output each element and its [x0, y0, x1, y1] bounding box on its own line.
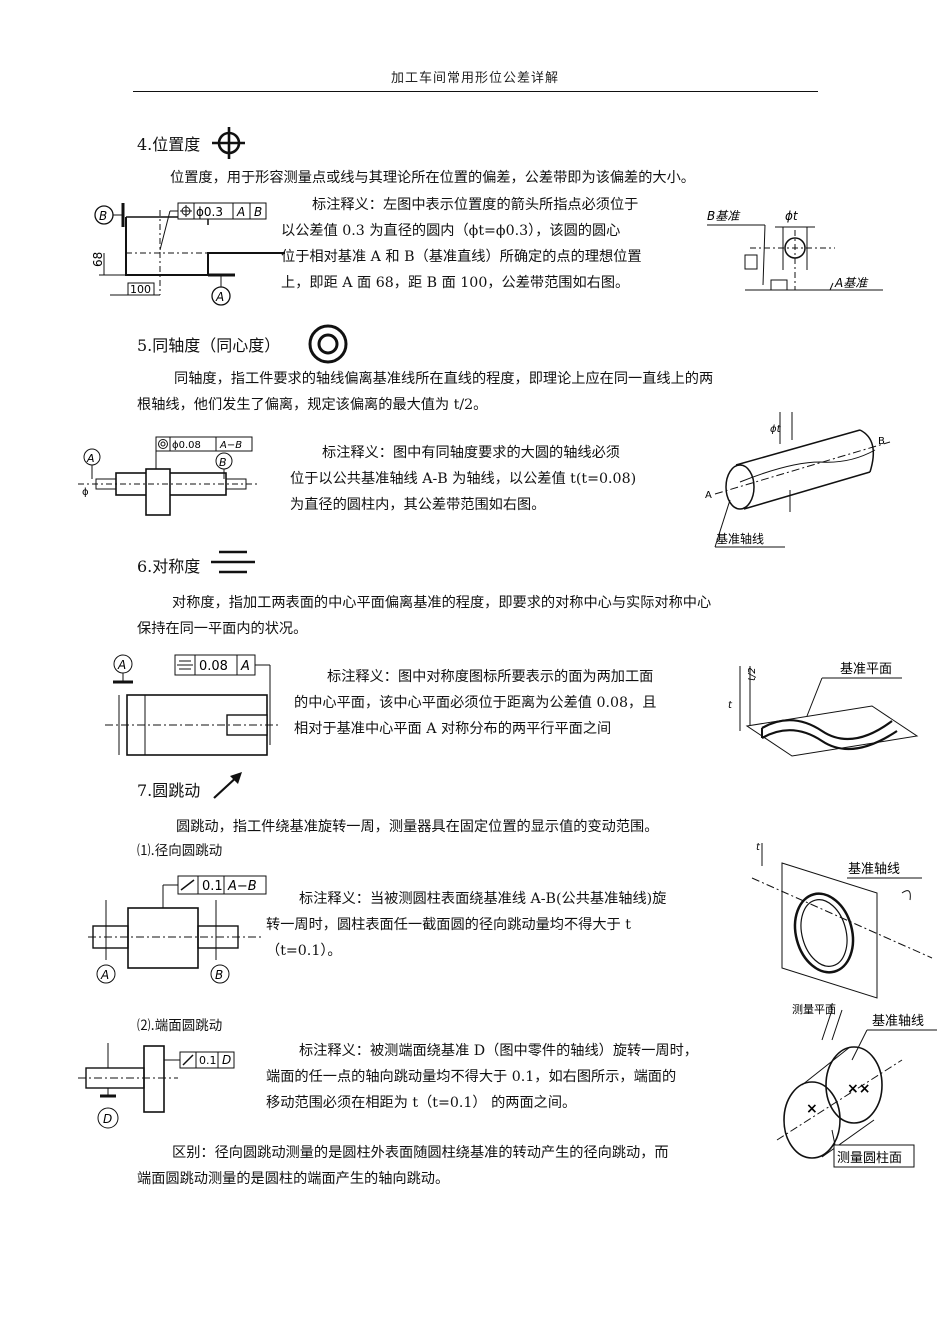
sym-note-0: 标注释义：图中对称度图标所要表示的面为两加工面	[327, 669, 654, 685]
svg-text:ϕt: ϕt	[785, 209, 799, 223]
datum-a-label: A	[215, 290, 224, 304]
a-datum-label: A基准	[834, 276, 869, 290]
svg-text:B: B	[254, 205, 262, 219]
measure-plane-label: 测量平面	[792, 1003, 836, 1016]
svg-text:B: B	[215, 968, 223, 982]
radial-note-2: （t=0.1）。	[266, 943, 342, 959]
symmetry-symbol-icon	[211, 550, 255, 574]
page-header-title: 加工车间常用形位公差详解	[390, 71, 559, 86]
dim-100: 100	[130, 283, 151, 296]
position-note-1: 以公差值 0.3 为直径的圆内（ϕt=ϕ0.3），该圆的圆心	[281, 223, 621, 239]
position-note-2: 位于相对基准 A 和 B（基准直线）所确定的点的理想位置	[281, 249, 642, 265]
svg-text:B: B	[878, 436, 885, 447]
coaxiality-right-figure: A B ϕt 基准轴线	[705, 412, 891, 548]
svg-text:A−B: A−B	[227, 879, 257, 894]
coaxiality-left-figure: ϕ0.08 A−B A B ϕ	[78, 436, 258, 516]
symmetry-intro-0: 对称度，指加工两表面的中心平面偏离基准的程度，即要求的对称中心与实际对称中心	[172, 595, 712, 611]
svg-text:A: A	[236, 205, 245, 219]
radial-runout-right-figure: 基准轴线 t 测量平面	[751, 842, 933, 1016]
symmetry-left-figure: A 0.08 A	[105, 654, 280, 756]
svg-text:ϕt: ϕt	[770, 424, 782, 435]
b-datum-label: B基准	[707, 209, 741, 223]
heading-coaxiality: 5.同轴度（同心度）	[137, 336, 281, 355]
position-note-3: 上，即距 A 面 68，距 B 面 100，公差带范围如右图。	[281, 275, 630, 291]
sym-frame-value: 0.08	[199, 659, 228, 674]
axial-note-2: 移动范围必须在相距为 t（t=0.1） 的两面之间。	[266, 1095, 577, 1111]
symmetry-intro-1: 保持在同一平面内的状况。	[137, 621, 308, 637]
coaxiality-intro-1: 根轴线，他们发生了偏离，规定该偏离的最大值为 t/2。	[137, 397, 488, 413]
svg-text:B: B	[219, 456, 227, 469]
axial-note-1: 端面的任一点的轴向跳动量均不得大于 0.1，如右图所示，端面的	[266, 1069, 677, 1085]
datum-b-label: B	[99, 209, 107, 223]
sym-note-2: 相对于基准中心平面 A 对称分布的两平行平面之间	[294, 721, 612, 737]
coax-note-2: 为直径的圆柱内，其公差带范围如右图。	[290, 497, 546, 513]
coax-axis-label: 基准轴线	[716, 531, 764, 546]
svg-text:A: A	[240, 659, 250, 674]
svg-text:t: t	[830, 1002, 835, 1013]
coax-note-0: 标注释义：图中有同轴度要求的大圆的轴线必须	[322, 445, 620, 461]
dim-68: 68	[91, 252, 105, 267]
difference-0: 区别：径向圆跳动测量的是圆柱外表面随圆柱绕基准的转动产生的径向跳动，而	[172, 1145, 669, 1161]
axial-axis-label: 基准轴线	[872, 1014, 924, 1029]
position-note-0: 标注释义：左图中表示位置度的箭头所指点必须位于	[312, 197, 639, 213]
svg-text:××: ××	[847, 1081, 870, 1097]
runout-intro: 圆跳动，指工件绕基准旋转一周，测量器具在固定位置的显示值的变动范围。	[176, 819, 659, 835]
runout-symbol-icon	[213, 772, 242, 799]
svg-text:ϕ: ϕ	[82, 487, 89, 498]
heading-position: 4.位置度	[137, 135, 201, 154]
radial-frame-value: 0.1	[202, 879, 223, 894]
coax-frame-value: ϕ0.08	[172, 440, 201, 451]
coaxiality-intro-0: 同轴度，指工件要求的轴线偏离基准线所在直线的程度，即理论上应在同一直线上的两	[174, 371, 714, 387]
svg-text:A: A	[100, 968, 109, 982]
difference-1: 端面圆跳动测量的是圆柱的端面产生的轴向跳动。	[137, 1171, 450, 1187]
svg-text:D: D	[103, 1112, 112, 1126]
position-left-figure: B ϕ0.3 A B 68 100 A	[91, 202, 285, 306]
position-frame-value: ϕ0.3	[196, 205, 223, 219]
axial-runout-right-figure: 基准轴线 × ×× t 测量圆柱面	[776, 1002, 937, 1168]
svg-text:D: D	[222, 1053, 231, 1067]
position-right-figure: B基准 ϕt A基准	[707, 209, 883, 291]
svg-text:A: A	[86, 452, 95, 465]
radial-note-1: 转一周时，圆柱表面任一截面圆的径向跳动量均不得大于 t	[266, 917, 631, 933]
svg-text:t: t	[756, 842, 761, 853]
heading-symmetry: 6.对称度	[137, 557, 201, 576]
radial-note-0: 标注释义：当被测圆柱表面绕基准线 A-B(公共基准轴线)旋	[299, 891, 667, 907]
header-rule	[133, 91, 818, 92]
symmetry-right-figure: 基准平面 t/2 t	[728, 662, 919, 757]
svg-text:t: t	[728, 700, 733, 711]
svg-text:A: A	[705, 490, 712, 501]
heading-runout: 7.圆跳动	[137, 781, 201, 800]
sym-plane-label: 基准平面	[840, 662, 892, 677]
axial-runout-left-figure: 0.1 D D	[78, 1043, 235, 1129]
svg-text:A−B: A−B	[219, 440, 242, 451]
radial-axis-label: 基准轴线	[848, 862, 900, 877]
axial-note-0: 标注释义：被测端面绕基准 D（图中零件的轴线）旋转一周时，	[299, 1043, 698, 1059]
radial-runout-left-figure: 0.1 A−B A B	[88, 875, 267, 984]
position-symbol-icon	[212, 127, 245, 159]
svg-text:t/2: t/2	[747, 667, 758, 681]
svg-text:A: A	[117, 658, 126, 672]
coax-note-1: 位于以公共基准轴线 A-B 为轴线，以公差值 t(t=0.08)	[290, 471, 637, 487]
axial-runout-heading: ⑵.端面圆跳动	[137, 1018, 223, 1034]
coaxiality-symbol-icon	[308, 324, 348, 364]
sym-note-1: 的中心平面，该中心平面必须位于距离为公差值 0.08，且	[294, 695, 657, 711]
position-intro: 位置度，用于形容测量点或线与其理论所在位置的偏差，公差带即为该偏差的大小。	[170, 170, 695, 186]
measure-surface-label: 测量圆柱面	[837, 1151, 902, 1166]
svg-text:×: ×	[806, 1101, 818, 1117]
radial-runout-heading: ⑴.径向圆跳动	[137, 843, 223, 859]
axial-frame-value: 0.1	[199, 1054, 217, 1067]
